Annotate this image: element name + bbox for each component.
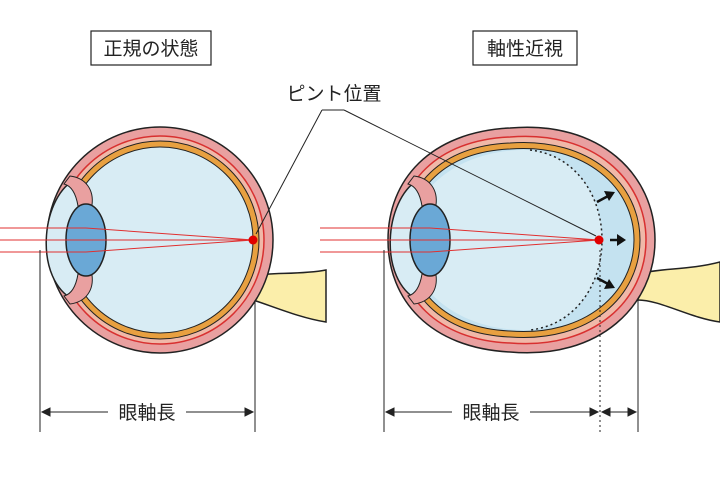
title-normal: 正規の状態 bbox=[103, 38, 198, 60]
optic-nerve bbox=[252, 269, 327, 323]
normal-eye bbox=[0, 126, 327, 354]
focus-point bbox=[594, 235, 604, 245]
axial-length-dimension-normal bbox=[39, 250, 256, 432]
myopic-eye bbox=[320, 126, 720, 354]
title-box-myopia: 軸性近視 bbox=[472, 30, 578, 66]
right-arrow-icon bbox=[610, 234, 626, 246]
right-arrow-icon bbox=[596, 276, 615, 289]
right-arrow-icon bbox=[596, 191, 615, 204]
focus-callout-leaders bbox=[255, 109, 597, 237]
light-rays bbox=[0, 227, 254, 253]
axial-length-label-normal: 眼軸長 bbox=[118, 402, 175, 424]
axial-length-dimension-myopia bbox=[383, 250, 639, 432]
focus-point bbox=[248, 235, 258, 245]
light-rays bbox=[320, 227, 600, 253]
optic-nerve bbox=[637, 261, 720, 323]
axial-length-label-myopia: 眼軸長 bbox=[462, 402, 519, 424]
focus-position-label: ピント位置 bbox=[286, 83, 381, 105]
title-box-normal: 正規の状態 bbox=[90, 30, 212, 66]
title-myopia: 軸性近視 bbox=[487, 38, 563, 60]
